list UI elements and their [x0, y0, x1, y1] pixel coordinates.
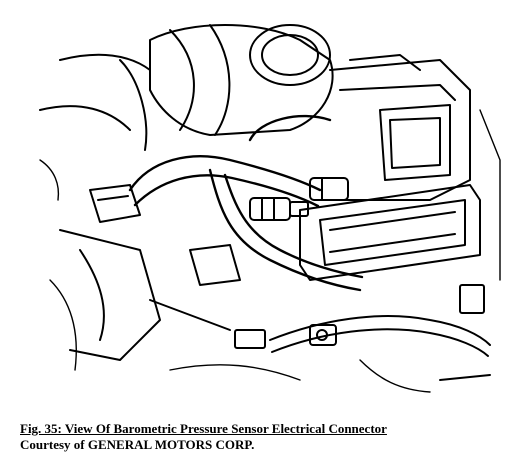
baro-sensor-connector [249, 177, 349, 221]
figure-caption: Fig. 35: View Of Barometric Pressure Sen… [20, 421, 387, 436]
engine-line-drawing [39, 24, 501, 393]
control-module [329, 54, 471, 201]
figure-credit: Courtesy of GENERAL MOTORS CORP. [20, 437, 255, 452]
lower-harness [269, 284, 491, 381]
intake-duct [39, 24, 334, 151]
engine-contours [39, 109, 501, 393]
connector-housing [299, 184, 481, 281]
left-bracket [59, 184, 266, 361]
wiring-harness [128, 114, 364, 292]
figure-caption-block: Fig. 35: View Of Barometric Pressure Sen… [20, 421, 387, 453]
